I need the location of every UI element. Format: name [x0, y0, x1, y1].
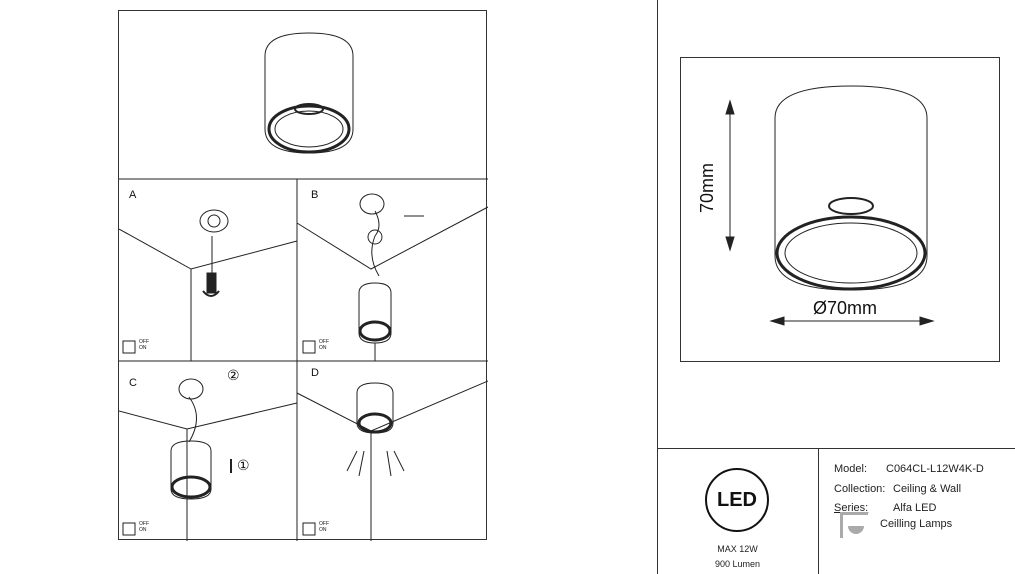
collection-value: Ceiling & Wall — [893, 483, 962, 495]
step-c-marker-2: ② — [227, 367, 240, 383]
model-label: Model: — [834, 463, 868, 475]
led-logo: LED — [705, 468, 769, 532]
collection-label: Collection: — [834, 483, 886, 495]
lumen-rating: 900 Lumen — [714, 559, 761, 569]
step-c-drawing — [119, 378, 298, 541]
product-dimension-box: 70mm Ø70mm — [680, 57, 1000, 362]
diameter-dimension: Ø70mm — [813, 298, 878, 318]
divider-vertical — [657, 0, 658, 574]
step-a-drawing — [119, 209, 298, 361]
model-value: C064CL-L12W4K-D — [886, 463, 984, 475]
product-drawing — [725, 85, 935, 326]
power-rating: MAX 12W — [717, 544, 758, 554]
divider-specs — [818, 448, 819, 574]
step-c-label: C — [129, 377, 137, 389]
instruction-drawings — [119, 32, 488, 541]
series-value: Alfa LED — [893, 502, 937, 514]
lamp-overview-drawing — [264, 32, 354, 154]
step-b-label: B — [311, 189, 319, 201]
ceiling-lamp-icon — [840, 512, 868, 540]
step-a-label: A — [129, 189, 137, 201]
height-dimension: 70mm — [697, 162, 717, 213]
step-d-label: D — [311, 367, 319, 379]
step-c-marker-1: ① — [237, 457, 250, 473]
category-label: Ceilling Lamps — [880, 518, 953, 530]
step-b-drawing — [296, 193, 488, 361]
step-d-drawing — [296, 380, 488, 541]
divider-horizontal — [657, 448, 1015, 449]
series-label: Series: — [834, 502, 869, 514]
